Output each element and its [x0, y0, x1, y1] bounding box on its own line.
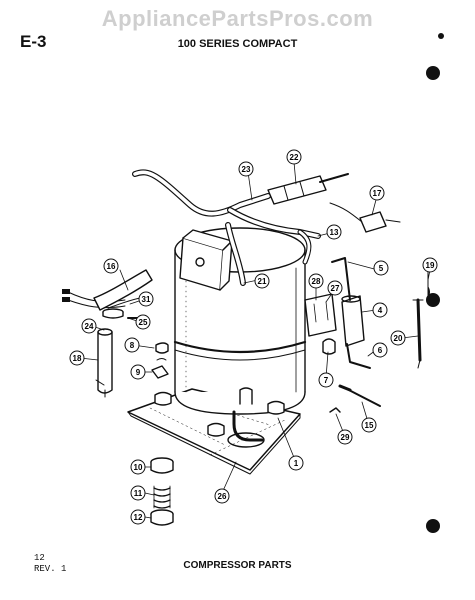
watermark: AppliancePartsPros.com: [101, 6, 374, 31]
callout-6: 6: [372, 342, 388, 358]
callout-16: 16: [103, 258, 119, 274]
callout-24: 24: [81, 318, 97, 334]
svg-text:1: 1: [294, 459, 299, 468]
bracket-28: [304, 293, 337, 337]
svg-text:31: 31: [142, 295, 151, 304]
svg-text:8: 8: [130, 341, 135, 350]
svg-text:9: 9: [136, 368, 141, 377]
svg-text:25: 25: [139, 318, 148, 327]
svg-text:4: 4: [378, 306, 383, 315]
clip-7: [322, 338, 336, 355]
callout-10: 10: [130, 459, 146, 475]
callout-29: 29: [337, 429, 353, 445]
clip-9: [151, 365, 169, 379]
switch-17: [359, 211, 387, 233]
callout-1: 1: [288, 455, 304, 471]
svg-text:18: 18: [73, 354, 82, 363]
callout-31: 31: [138, 291, 154, 307]
binder-hole-top: [426, 66, 440, 80]
callout-27: 27: [327, 280, 343, 296]
callout-11: 11: [130, 485, 146, 501]
svg-text:23: 23: [242, 165, 251, 174]
callout-19: 19: [422, 257, 438, 273]
tube-23: [132, 169, 271, 217]
svg-text:26: 26: [218, 492, 227, 501]
callout-9: 9: [130, 364, 146, 380]
page-number-block: 12 REV. 1: [34, 553, 66, 575]
svg-text:22: 22: [290, 153, 299, 162]
callout-8: 8: [124, 337, 140, 353]
mount-stack: [150, 457, 174, 526]
svg-text:24: 24: [85, 322, 94, 331]
callout-23: 23: [238, 161, 254, 177]
clip-8: [155, 342, 169, 354]
page-number: 12: [34, 553, 45, 563]
section-code: E-3: [20, 32, 47, 51]
callout-21: 21: [254, 273, 270, 289]
svg-text:20: 20: [394, 334, 403, 343]
svg-text:12: 12: [134, 513, 143, 522]
capacitor-4: [341, 295, 365, 347]
series-title: 100 SERIES COMPACT: [177, 38, 298, 50]
svg-text:11: 11: [134, 489, 143, 498]
revision-label: REV. 1: [34, 564, 67, 574]
binder-hole-bottom: [426, 519, 440, 533]
bracket-5: [331, 257, 351, 301]
callout-5: 5: [373, 260, 389, 276]
svg-text:21: 21: [258, 277, 267, 286]
callout-13: 13: [326, 224, 342, 240]
rod-20: [416, 298, 422, 362]
svg-text:19: 19: [426, 261, 435, 270]
callout-20: 20: [390, 330, 406, 346]
callout-17: 17: [369, 185, 385, 201]
svg-text:6: 6: [378, 346, 383, 355]
callout-markers: 23 22 17 13 21 16 31 25 24 18 8 9 28 27 …: [69, 149, 438, 525]
callout-12: 12: [130, 509, 146, 525]
callout-25: 25: [135, 314, 151, 330]
svg-text:15: 15: [365, 421, 374, 430]
callout-28: 28: [308, 273, 324, 289]
svg-text:17: 17: [373, 189, 382, 198]
svg-text:29: 29: [341, 433, 350, 442]
diagram-caption: COMPRESSOR PARTS: [183, 560, 292, 571]
svg-text:16: 16: [107, 262, 116, 271]
svg-text:27: 27: [331, 284, 340, 293]
drier-22: [267, 175, 327, 205]
binder-hole-middle: [426, 293, 440, 307]
callout-7: 7: [318, 372, 334, 388]
relay-18: [97, 331, 113, 394]
clip-29: [329, 407, 341, 413]
callout-22: 22: [286, 149, 302, 165]
svg-text:13: 13: [330, 228, 339, 237]
svg-text:5: 5: [379, 264, 384, 273]
svg-text:28: 28: [312, 277, 321, 286]
callout-4: 4: [372, 302, 388, 318]
callout-18: 18: [69, 350, 85, 366]
callout-15: 15: [361, 417, 377, 433]
strap-6: [346, 343, 371, 369]
callout-26: 26: [214, 488, 230, 504]
svg-text:10: 10: [134, 463, 143, 472]
svg-text:7: 7: [324, 376, 329, 385]
binder-hole-small: [438, 33, 444, 39]
